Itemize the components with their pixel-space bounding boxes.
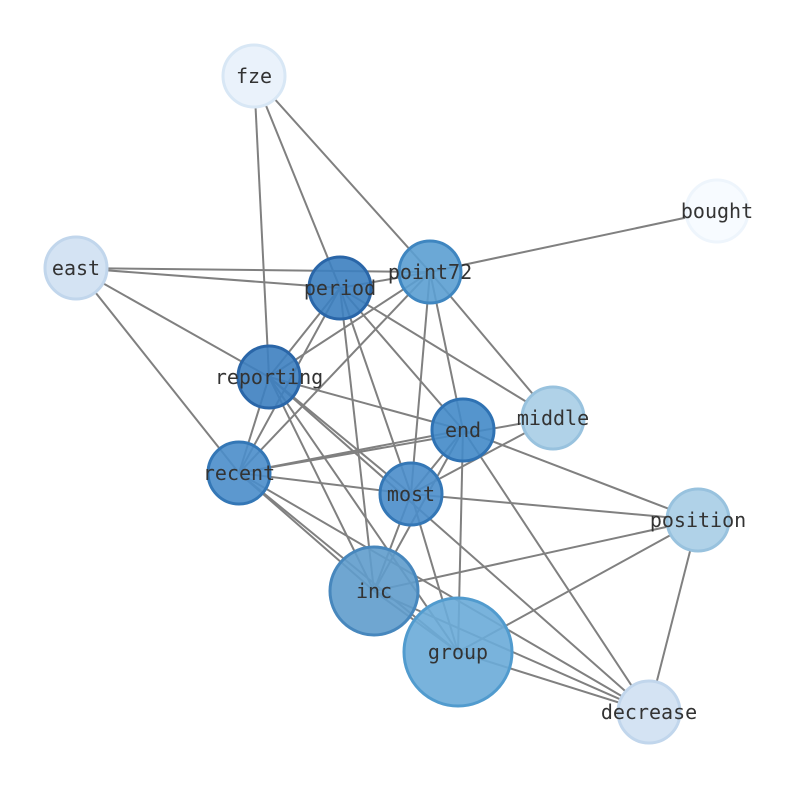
node-east: east bbox=[43, 235, 109, 301]
node-end: end bbox=[430, 397, 496, 463]
node-label-reporting: reporting bbox=[215, 365, 323, 389]
edge-east-period bbox=[75, 267, 341, 289]
edge-middle-recent bbox=[238, 417, 554, 474]
node-label-bought: bought bbox=[681, 199, 753, 223]
nodes-layer: fze bought east point72 period reporting middl… bbox=[43, 43, 753, 745]
edge-period-middle bbox=[339, 287, 554, 419]
edge-reporting-group bbox=[268, 376, 459, 653]
edge-reporting-decrease bbox=[268, 376, 650, 713]
node-circle-point72 bbox=[397, 239, 463, 305]
edge-east-point72 bbox=[75, 267, 431, 273]
node-circle-position bbox=[665, 487, 731, 553]
node-label-point72: point72 bbox=[388, 260, 472, 284]
node-circle-end bbox=[430, 397, 496, 463]
node-circle-most bbox=[378, 461, 444, 527]
edge-end-decrease bbox=[462, 429, 650, 713]
edge-reporting-end bbox=[268, 376, 464, 431]
node-label-inc: inc bbox=[356, 579, 392, 603]
node-recent: recent bbox=[203, 440, 275, 506]
edge-fze-point72 bbox=[253, 75, 431, 273]
edge-east-recent bbox=[75, 267, 240, 474]
edge-position-decrease bbox=[648, 519, 699, 713]
node-reporting: reporting bbox=[215, 344, 323, 410]
node-circle-reporting bbox=[236, 344, 302, 410]
node-bought: bought bbox=[681, 178, 753, 244]
node-circle-east bbox=[43, 235, 109, 301]
edge-period-inc bbox=[339, 287, 375, 592]
edge-fze-reporting bbox=[253, 75, 270, 378]
node-circle-middle bbox=[520, 385, 586, 451]
node-decrease: decrease bbox=[601, 679, 697, 745]
node-label-east: east bbox=[52, 256, 100, 280]
edge-recent-decrease bbox=[238, 472, 650, 713]
edge-point72-recent bbox=[238, 271, 431, 474]
node-circle-bought bbox=[684, 178, 750, 244]
edge-period-most bbox=[339, 287, 412, 495]
edge-east-reporting bbox=[75, 267, 270, 378]
node-period: period bbox=[304, 255, 376, 321]
edge-most-position bbox=[410, 493, 699, 521]
node-position: position bbox=[650, 487, 746, 553]
node-label-period: period bbox=[304, 276, 376, 300]
edge-point72-bought bbox=[429, 210, 718, 273]
edge-position-inc bbox=[373, 519, 699, 592]
node-label-fze: fze bbox=[236, 64, 272, 88]
node-circle-decrease bbox=[616, 679, 682, 745]
node-middle: middle bbox=[517, 385, 589, 451]
node-label-recent: recent bbox=[203, 461, 275, 485]
node-label-decrease: decrease bbox=[601, 700, 697, 724]
node-label-middle: middle bbox=[517, 406, 589, 430]
node-label-position: position bbox=[650, 508, 746, 532]
node-circle-fze bbox=[221, 43, 287, 109]
edge-point72-most bbox=[410, 271, 431, 495]
node-label-most: most bbox=[387, 482, 435, 506]
node-label-end: end bbox=[445, 418, 481, 442]
node-group: group bbox=[402, 596, 514, 708]
node-label-group: group bbox=[428, 640, 488, 664]
node-most: most bbox=[378, 461, 444, 527]
node-point72: point72 bbox=[388, 239, 472, 305]
node-circle-inc bbox=[328, 545, 420, 637]
edge-fze-period bbox=[253, 75, 341, 289]
edge-end-position bbox=[462, 429, 699, 521]
node-inc: inc bbox=[328, 545, 420, 637]
node-circle-group bbox=[402, 596, 514, 708]
node-circle-period bbox=[307, 255, 373, 321]
node-circle-recent bbox=[206, 440, 272, 506]
node-fze: fze bbox=[221, 43, 287, 109]
